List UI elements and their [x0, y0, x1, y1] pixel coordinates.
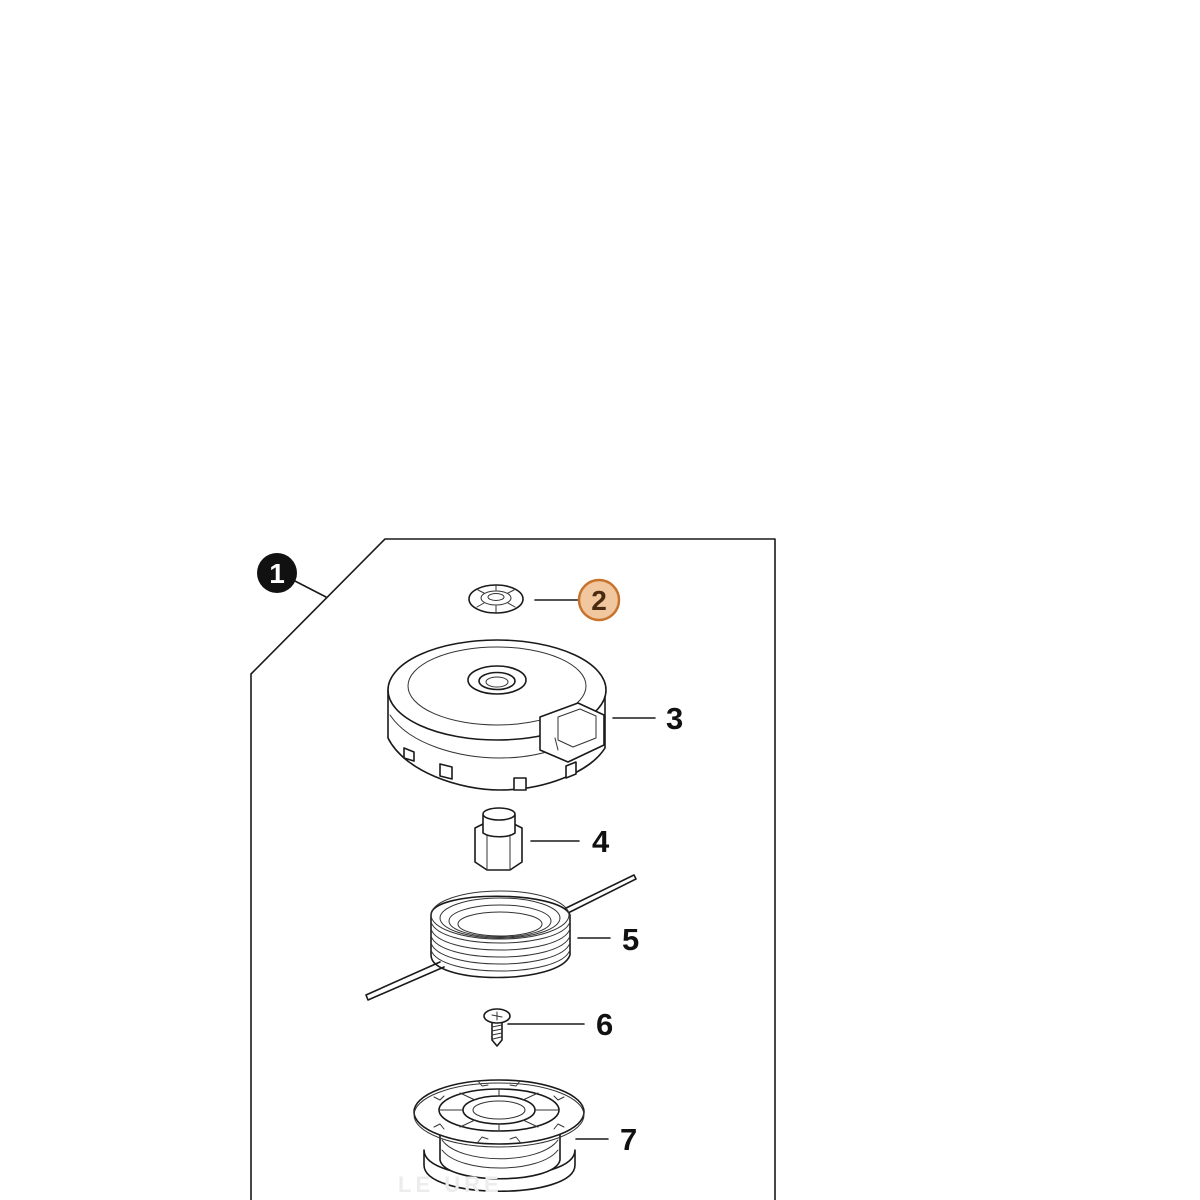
line-coil-part-number[interactable]: 5: [622, 922, 639, 957]
assembly-leader-line: [292, 579, 327, 598]
washer-callout-number: 2: [591, 585, 607, 616]
cover-part-number[interactable]: 3: [666, 701, 683, 736]
part-cover[interactable]: [387, 639, 607, 791]
assembly-callout[interactable]: 1: [257, 553, 327, 598]
screw-part-number[interactable]: 6: [596, 1007, 613, 1042]
assembly-callout-number: 1: [269, 558, 285, 589]
part-line-coil[interactable]: [365, 874, 637, 1001]
part-nut[interactable]: [474, 807, 523, 871]
part-screw[interactable]: [483, 1008, 511, 1047]
washer-callout-badge: [577, 578, 621, 622]
assembly-callout-badge: [257, 553, 297, 593]
washer-callout[interactable]: 2: [577, 578, 621, 622]
assembly-frame: [250, 538, 776, 1200]
part-washer[interactable]: [468, 584, 524, 614]
nut-part-number[interactable]: 4: [592, 824, 610, 859]
watermark: LE URE: [398, 1172, 503, 1197]
part-spool[interactable]: [413, 1079, 585, 1192]
spool-part-number[interactable]: 7: [620, 1122, 637, 1157]
